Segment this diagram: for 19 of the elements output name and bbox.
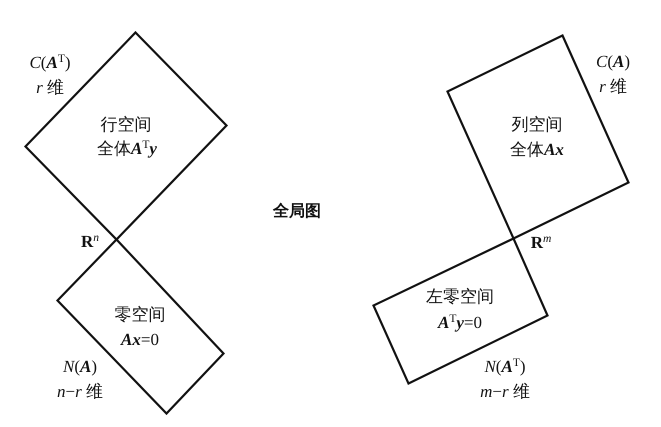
dimension-label: n−r 维 [57, 382, 103, 402]
space-symbol: R$^{m}$ [530, 233, 552, 253]
dimension-label: r 维 [599, 77, 627, 97]
subspace-symbol: C(A$^{T}$) [29, 53, 71, 73]
space-symbol: R$^{n}$ [80, 232, 100, 252]
diagram-title: 全局图 [273, 202, 321, 222]
space-name: 左零空间 [426, 287, 494, 307]
dimension-label: r 维 [36, 78, 64, 98]
subspace-symbol: N(A$^{T}$) [484, 357, 526, 377]
formula: 全体A$^{T}$y [97, 139, 157, 159]
formula: A$^{T}$y=0 [438, 313, 482, 333]
formula: Ax=0 [121, 330, 159, 350]
space-name: 列空间 [512, 115, 562, 135]
space-name: 行空间 [100, 115, 152, 135]
subspace-symbol: N(A) [62, 357, 98, 377]
formula: 全体Ax [510, 140, 564, 160]
dimension-label: m−r 维 [480, 382, 530, 402]
subspace-symbol: C(A) [596, 52, 630, 72]
space-name: 零空间 [114, 305, 166, 325]
